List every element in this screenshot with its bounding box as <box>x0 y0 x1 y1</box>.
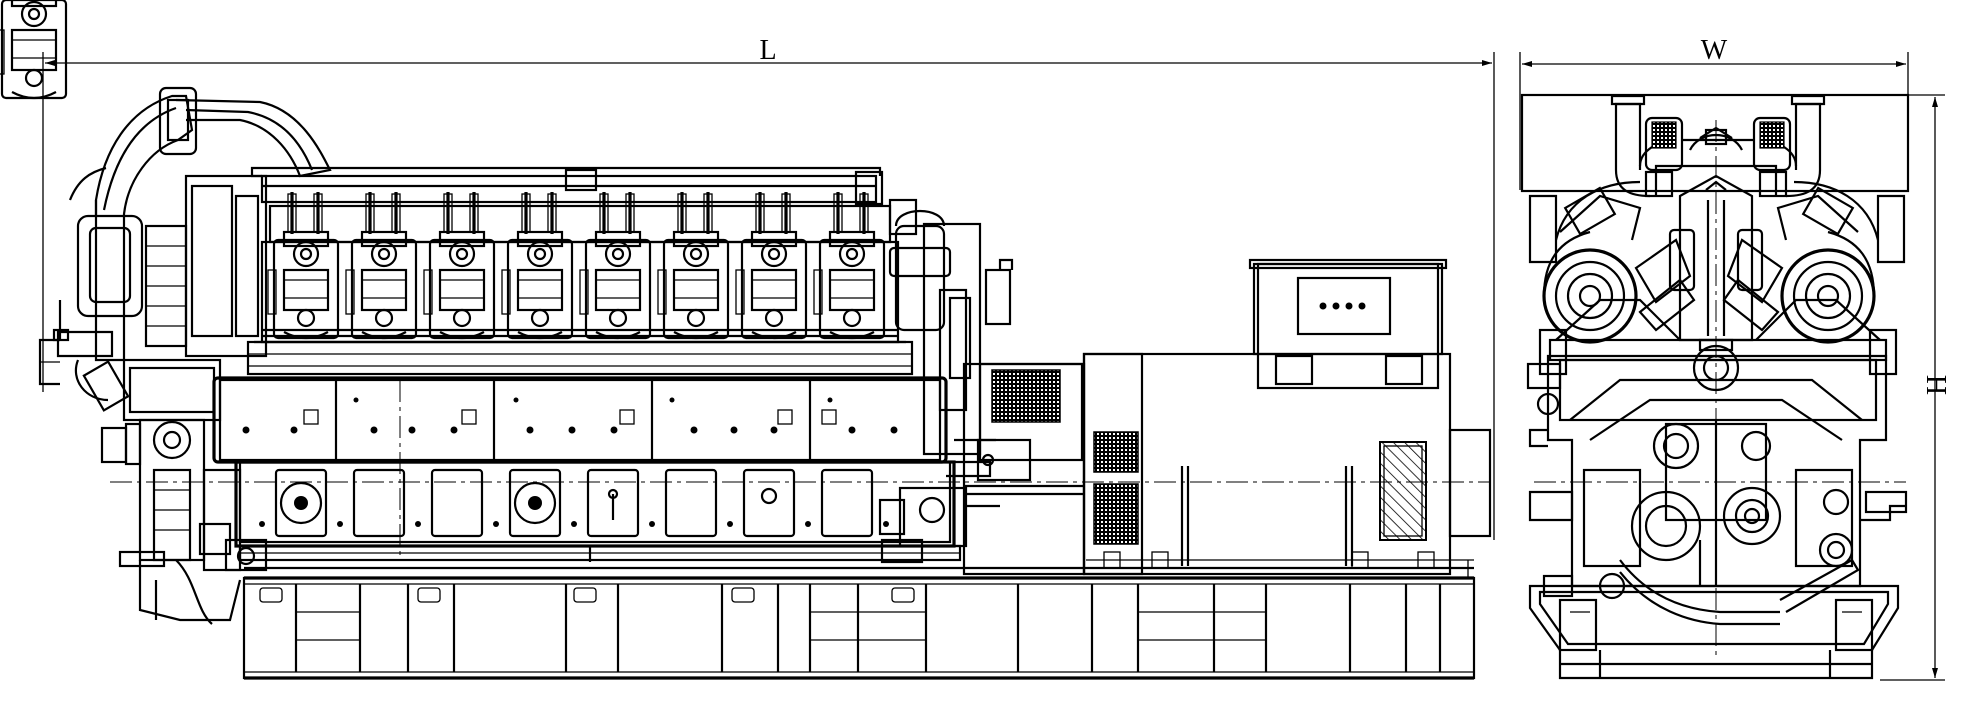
engine-flywheel-end <box>878 209 1014 564</box>
coupling-housing <box>962 362 1086 576</box>
generator <box>1082 258 1492 576</box>
end-view-base <box>1528 584 1900 680</box>
end-view-block <box>1526 354 1908 626</box>
end-view <box>1520 93 1910 680</box>
dimension-height: H <box>1810 94 1951 681</box>
engine-free-end <box>38 86 332 625</box>
height-label: H <box>1920 375 1951 395</box>
end-view-exhaust <box>1644 164 1788 342</box>
cylinder-units <box>0 0 918 340</box>
length-label: L <box>759 35 776 66</box>
width-label: W <box>1701 35 1728 66</box>
side-view <box>0 0 1492 680</box>
crankcase <box>234 460 962 562</box>
dimension-length: L <box>42 35 1495 540</box>
end-view-turbochargers <box>1528 180 1906 344</box>
engine-top <box>212 174 948 464</box>
end-view-exhaust-elbows <box>1610 94 1826 198</box>
base-frame <box>242 559 1476 680</box>
